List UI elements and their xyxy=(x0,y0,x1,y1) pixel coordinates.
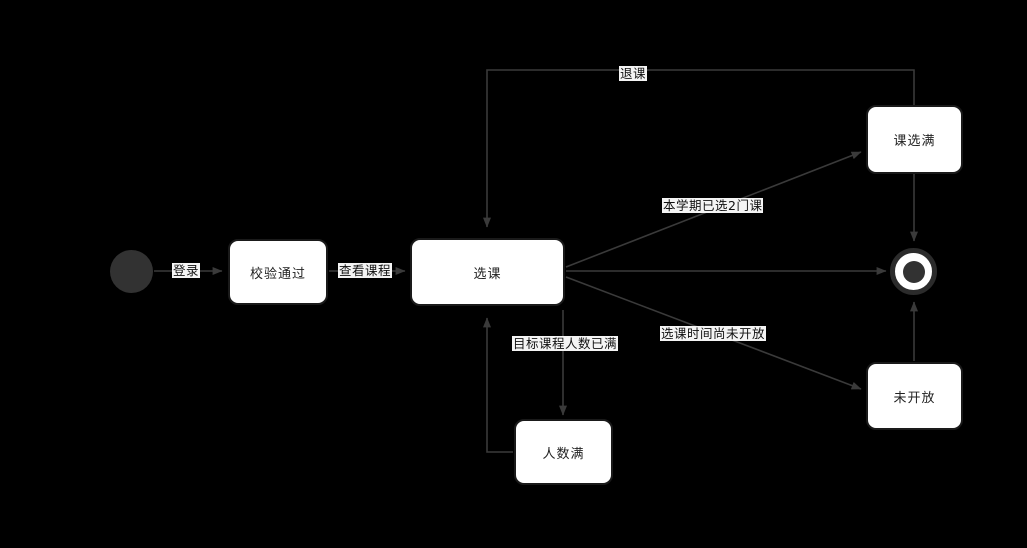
edge-people-full-retry xyxy=(483,317,513,453)
edge-label-target-full: 目标课程人数已满 xyxy=(512,336,619,351)
state-label-people-full: 人数满 xyxy=(542,446,585,462)
edge-label-drop-course: 退课 xyxy=(619,66,648,81)
state-node-people-full[interactable]: 人数满 xyxy=(514,419,613,485)
state-node-verify[interactable]: 校验通过 xyxy=(228,239,328,305)
final-state-core xyxy=(902,260,925,283)
edge-label-two-courses: 本学期已选2门课 xyxy=(662,198,764,213)
state-node-select[interactable]: 选课 xyxy=(410,238,565,306)
state-label-select: 选课 xyxy=(473,266,502,282)
edge-drop-course xyxy=(483,69,915,228)
edge-label-not-open-yet: 选课时间尚未开放 xyxy=(660,326,767,341)
state-node-not-open[interactable]: 未开放 xyxy=(866,362,963,430)
edge-label-view-courses: 查看课程 xyxy=(338,263,393,278)
state-label-not-open: 未开放 xyxy=(893,390,936,406)
state-label-course-full: 课选满 xyxy=(893,134,936,149)
state-node-course-full[interactable]: 课选满 xyxy=(866,105,963,174)
final-state-node[interactable] xyxy=(890,248,937,295)
edge-label-login: 登录 xyxy=(172,263,201,278)
initial-state-node[interactable] xyxy=(110,250,153,293)
state-label-verify: 校验通过 xyxy=(249,266,306,282)
